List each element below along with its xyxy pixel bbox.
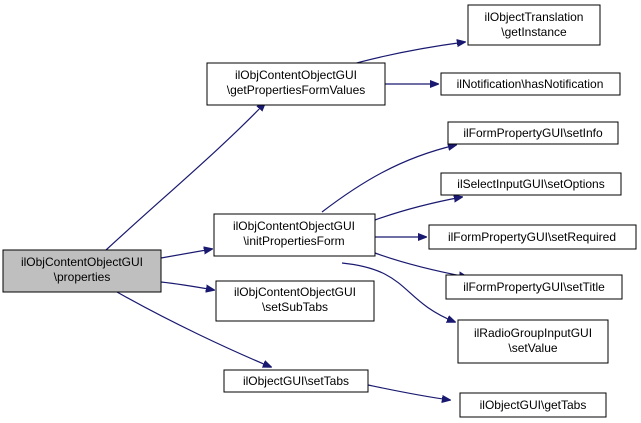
- edge-setTabs-to-getTabs: [367, 384, 450, 400]
- node-setOptions[interactable]: ilSelectInputGUI\setOptions: [440, 172, 622, 196]
- svg-text:\setSubTabs: \setSubTabs: [262, 300, 328, 314]
- svg-text:ilObjContentObjectGUI: ilObjContentObjectGUI: [234, 285, 356, 299]
- svg-text:ilObjectGUI\getTabs: ilObjectGUI\getTabs: [480, 398, 587, 412]
- node-box: [440, 72, 621, 96]
- node-root-properties[interactable]: ilObjContentObjectGUI \properties: [2, 249, 162, 293]
- node-box: [215, 280, 375, 322]
- node-box: [445, 274, 623, 300]
- node-box: [459, 392, 607, 418]
- node-box: [213, 213, 376, 257]
- svg-text:ilNotification\hasNotification: ilNotification\hasNotification: [457, 77, 604, 91]
- node-box: [440, 172, 622, 196]
- node-setSubTabs[interactable]: ilObjContentObjectGUI \setSubTabs: [215, 280, 375, 322]
- node-label-line: ilFormPropertyGUI\setTitle: [463, 280, 605, 294]
- node-box: [428, 224, 637, 250]
- node-box: [2, 249, 162, 293]
- svg-text:\initPropertiesForm: \initPropertiesForm: [243, 234, 344, 248]
- svg-text:ilFormPropertyGUI\setInfo: ilFormPropertyGUI\setInfo: [463, 126, 603, 140]
- node-label-line: ilFormPropertyGUI\setRequired: [448, 230, 616, 244]
- svg-text:ilObjectGUI\setTabs: ilObjectGUI\setTabs: [243, 374, 349, 388]
- node-label-line: \getInstance: [501, 25, 567, 39]
- svg-text:ilObjContentObjectGUI: ilObjContentObjectGUI: [233, 219, 355, 233]
- node-label-line: ilObjContentObjectGUI: [21, 255, 143, 269]
- svg-text:ilSelectInputGUI\setOptions: ilSelectInputGUI\setOptions: [457, 177, 604, 191]
- node-label-line: ilObjectTranslation: [485, 10, 584, 24]
- svg-text:\properties: \properties: [54, 270, 111, 284]
- svg-text:ilFormPropertyGUI\setTitle: ilFormPropertyGUI\setTitle: [463, 280, 605, 294]
- nodes-layer: ilObjContentObjectGUI \properties ilObjC…: [2, 4, 637, 418]
- node-label-line: ilObjContentObjectGUI: [234, 285, 356, 299]
- node-label-line: ilFormPropertyGUI\setInfo: [463, 126, 603, 140]
- node-label-line: \properties: [54, 270, 111, 284]
- node-label-line: ilObjContentObjectGUI: [233, 219, 355, 233]
- node-box: [447, 121, 619, 145]
- node-box: [467, 4, 601, 46]
- svg-text:ilFormPropertyGUI\setRequired: ilFormPropertyGUI\setRequired: [448, 230, 616, 244]
- node-setValue[interactable]: ilRadioGroupInputGUI \setValue: [457, 319, 609, 364]
- edge-properties-to-initPropertiesForm: [160, 249, 212, 259]
- node-initPropertiesForm[interactable]: ilObjContentObjectGUI \initPropertiesFor…: [213, 213, 376, 257]
- node-box: [223, 369, 369, 393]
- node-getPropertiesFormValues[interactable]: ilObjContentObjectGUI \getPropertiesForm…: [206, 62, 386, 106]
- edge-properties-to-setSubTabs: [160, 281, 214, 290]
- node-label-line: \setValue: [508, 341, 557, 355]
- node-label-line: ilNotification\hasNotification: [457, 77, 604, 91]
- svg-text:\getInstance: \getInstance: [501, 25, 567, 39]
- svg-text:\getPropertiesFormValues: \getPropertiesFormValues: [227, 83, 366, 97]
- edge-properties-to-setTabs: [116, 291, 271, 367]
- node-label-line: ilSelectInputGUI\setOptions: [457, 177, 604, 191]
- node-setRequired[interactable]: ilFormPropertyGUI\setRequired: [428, 224, 637, 250]
- svg-text:ilObjectTranslation: ilObjectTranslation: [485, 10, 584, 24]
- node-box: [206, 62, 386, 106]
- node-label-line: ilRadioGroupInputGUI: [474, 326, 592, 340]
- svg-text:ilObjContentObjectGUI: ilObjContentObjectGUI: [235, 68, 357, 82]
- edge-properties-to-getPropertiesFormValues: [105, 103, 265, 251]
- node-getTabs[interactable]: ilObjectGUI\getTabs: [459, 392, 607, 418]
- node-setTabs[interactable]: ilObjectGUI\setTabs: [223, 369, 369, 393]
- svg-text:\setValue: \setValue: [508, 341, 557, 355]
- node-label-line: ilObjectGUI\getTabs: [480, 398, 587, 412]
- node-setInfo[interactable]: ilFormPropertyGUI\setInfo: [447, 121, 619, 145]
- node-label-line: ilObjContentObjectGUI: [235, 68, 357, 82]
- svg-text:ilRadioGroupInputGUI: ilRadioGroupInputGUI: [474, 326, 592, 340]
- node-setTitle[interactable]: ilFormPropertyGUI\setTitle: [445, 274, 623, 300]
- node-label-line: \setSubTabs: [262, 300, 328, 314]
- edge-initPropertiesForm-to-setOptions: [374, 197, 462, 221]
- edge-initPropertiesForm-to-setValue: [341, 262, 455, 322]
- node-label-line: \initPropertiesForm: [243, 234, 344, 248]
- node-label-line: \getPropertiesFormValues: [227, 83, 366, 97]
- node-hasNotification[interactable]: ilNotification\hasNotification: [440, 72, 621, 96]
- node-getInstance[interactable]: ilObjectTranslation \getInstance: [467, 4, 601, 46]
- node-label-line: ilObjectGUI\setTabs: [243, 374, 349, 388]
- edge-initPropertiesForm-to-setTitle: [374, 252, 467, 277]
- edge-initPropertiesForm-to-setInfo: [321, 145, 456, 213]
- node-box: [457, 319, 609, 364]
- svg-text:ilObjContentObjectGUI: ilObjContentObjectGUI: [21, 255, 143, 269]
